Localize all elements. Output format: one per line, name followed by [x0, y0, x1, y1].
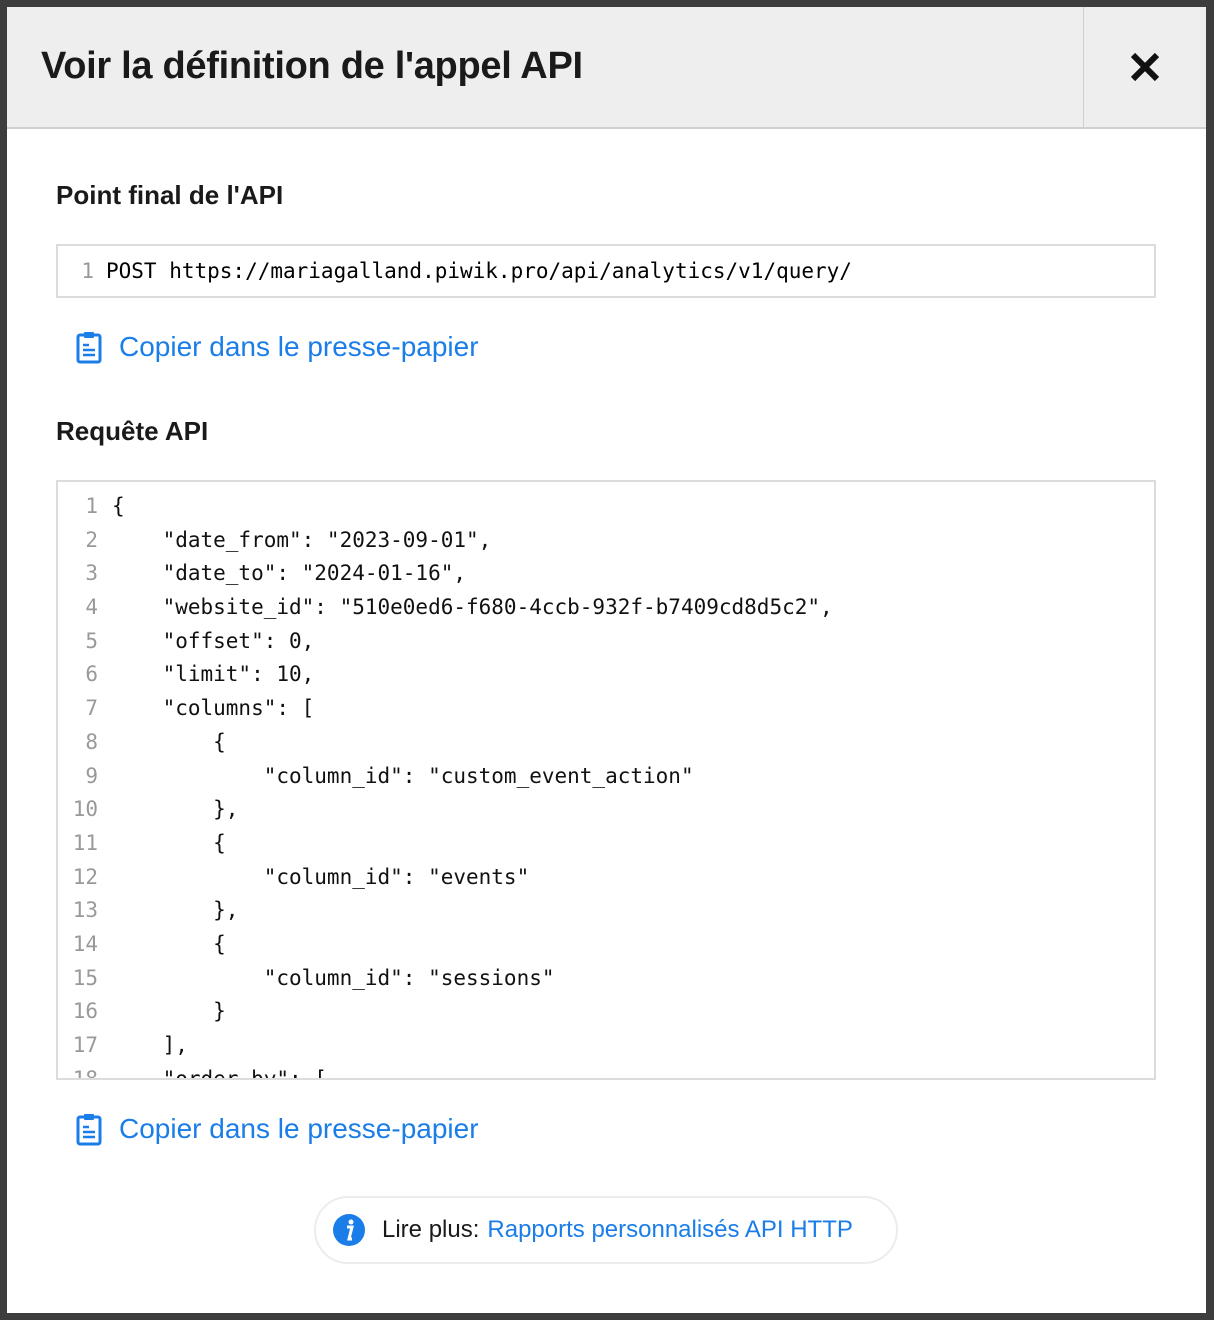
request-heading: Requête API — [56, 416, 209, 446]
read-more-banner: Lire plus: Rapports personnalisés API HT… — [314, 1196, 898, 1264]
code-text: "column_id": "custom_event_action" — [112, 763, 694, 788]
close-button[interactable] — [1083, 7, 1206, 127]
code-text: "column_id": "events" — [112, 864, 530, 889]
code-line: 2 "date_from": "2023-09-01", — [58, 524, 1154, 558]
code-text: { — [112, 494, 125, 518]
line-number: 8 — [85, 729, 98, 754]
code-line: 13 }, — [58, 894, 1154, 928]
code-line: 5 "offset": 0, — [58, 625, 1154, 659]
line-number: 6 — [85, 662, 98, 687]
line-number: 13 — [72, 898, 98, 923]
line-number: 7 — [85, 696, 98, 721]
api-definition-dialog: Voir la définition de l'appel API Point … — [7, 7, 1206, 1313]
code-text: ], — [112, 1033, 188, 1057]
line-number: 15 — [72, 965, 98, 990]
code-line: 10 }, — [58, 793, 1154, 827]
line-number: 10 — [72, 797, 98, 822]
code-line: 8 { — [58, 726, 1154, 760]
line-number: 9 — [85, 763, 98, 788]
code-line: 17 ], — [58, 1029, 1154, 1063]
endpoint-code[interactable]: 1 POST https://mariagalland.piwik.pro/ap… — [56, 244, 1156, 298]
copy-label: Copier dans le presse-papier — [119, 1113, 479, 1144]
line-number: 12 — [72, 864, 98, 889]
line-number: 5 — [85, 628, 98, 653]
code-line: 18 "order_by": [ — [58, 1063, 1154, 1080]
line-number: 17 — [72, 1033, 98, 1057]
clipboard-icon — [76, 332, 102, 364]
line-number: 1 — [85, 494, 98, 518]
line-number: 2 — [85, 527, 98, 552]
code-line: 7 "columns": [ — [58, 692, 1154, 726]
code-line: 15 "column_id": "sessions" — [58, 962, 1154, 996]
code-text: { — [112, 729, 226, 754]
copy-request-button[interactable]: Copier dans le presse-papier — [75, 1112, 479, 1146]
close-icon — [1130, 52, 1160, 82]
dialog-title: Voir la définition de l'appel API — [41, 45, 583, 87]
copy-label: Copier dans le presse-papier — [119, 331, 479, 362]
code-line: 6 "limit": 10, — [58, 658, 1154, 692]
code-text: "order_by": [ — [112, 1066, 327, 1080]
code-line: 16 } — [58, 995, 1154, 1029]
code-text: "column_id": "sessions" — [112, 965, 555, 990]
line-number: 16 — [72, 999, 98, 1024]
code-text: { — [112, 931, 226, 956]
code-text: }, — [112, 898, 239, 923]
code-line: 9 "column_id": "custom_event_action" — [58, 760, 1154, 794]
line-number: 4 — [85, 595, 98, 620]
line-number: 11 — [72, 830, 98, 855]
line-number: 3 — [85, 561, 98, 586]
code-text: { — [112, 830, 226, 855]
dialog-header: Voir la définition de l'appel API — [7, 7, 1206, 129]
code-text: "offset": 0, — [112, 628, 315, 653]
code-text: }, — [112, 797, 239, 822]
endpoint-value: POST https://mariagalland.piwik.pro/api/… — [106, 259, 852, 283]
code-text: "columns": [ — [112, 696, 315, 721]
code-line: 4 "website_id": "510e0ed6-f680-4ccb-932f… — [58, 591, 1154, 625]
code-line: 11 { — [58, 827, 1154, 861]
code-text: "date_from": "2023-09-01", — [112, 527, 492, 552]
read-more-label: Lire plus: — [382, 1216, 480, 1243]
code-line: 14 { — [58, 928, 1154, 962]
request-code-editor[interactable]: 1{2 "date_from": "2023-09-01",3 "date_to… — [56, 480, 1156, 1080]
code-text: "date_to": "2024-01-16", — [112, 561, 467, 586]
line-number: 14 — [72, 931, 98, 956]
copy-endpoint-button[interactable]: Copier dans le presse-papier — [75, 330, 479, 364]
line-number: 1 — [81, 259, 94, 283]
code-line: 3 "date_to": "2024-01-16", — [58, 557, 1154, 591]
code-line: 1{ — [58, 490, 1154, 524]
code-line: 12 "column_id": "events" — [58, 861, 1154, 895]
endpoint-heading: Point final de l'API — [56, 180, 284, 210]
line-number: 18 — [72, 1066, 98, 1080]
code-text: "limit": 10, — [112, 662, 315, 687]
info-icon — [333, 1214, 365, 1246]
code-text: "website_id": "510e0ed6-f680-4ccb-932f-b… — [112, 595, 833, 620]
clipboard-icon — [76, 1114, 102, 1146]
read-more-link[interactable]: Rapports personnalisés API HTTP — [487, 1216, 853, 1243]
code-text: } — [112, 999, 226, 1024]
